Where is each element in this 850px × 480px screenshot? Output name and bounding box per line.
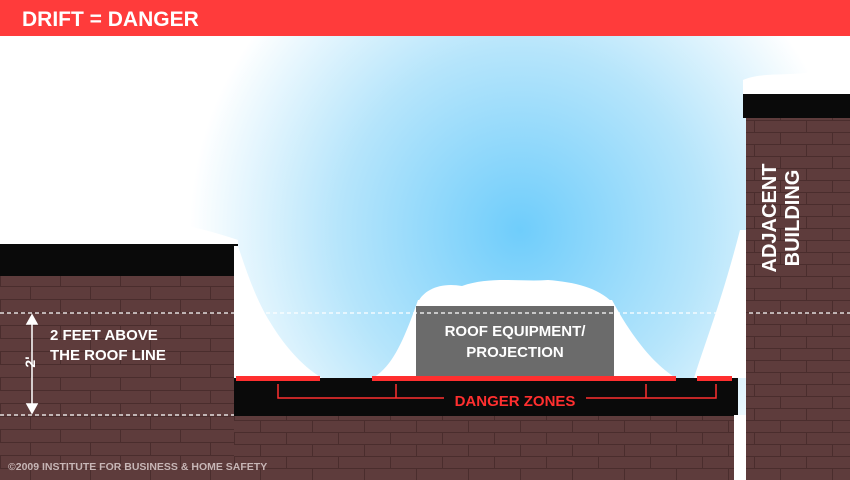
equipment-label-line2: PROJECTION [466, 344, 564, 361]
adjacent-label-line2: BUILDING [782, 170, 804, 267]
height-note-line1: 2 FEET ABOVE [50, 327, 158, 344]
drift-left-wall [234, 246, 322, 378]
adjacent-roof-snow [743, 66, 850, 96]
danger-strip-adjacent [697, 376, 732, 381]
adjacent-building-wall [746, 118, 850, 480]
height-note-line2: THE ROOF LINE [50, 347, 166, 364]
equipment-label-line1: ROOF EQUIPMENT/ [445, 323, 587, 340]
lower-roof-deck [234, 378, 738, 416]
lower-building-wall [234, 415, 734, 480]
dimension-arrow [25, 313, 39, 415]
header-bar [0, 0, 850, 36]
header-title: DRIFT = DANGER [22, 8, 199, 31]
equipment-top-snow [418, 280, 612, 302]
danger-strip-left-wall [236, 376, 320, 381]
roof-equipment-box [416, 306, 614, 378]
left-roof-cap [0, 244, 238, 276]
left-roof-snow [0, 210, 238, 246]
adjacent-label-line1: ADJACENT [759, 164, 781, 273]
copyright-footer: ©2009 INSTITUTE FOR BUSINESS & HOME SAFE… [8, 461, 267, 473]
danger-zones-label: DANGER ZONES [455, 393, 576, 410]
left-building-wall [0, 276, 234, 480]
adjacent-roof-cap [743, 94, 850, 118]
building-gap [734, 415, 746, 480]
drift-adjacent-wall [694, 230, 746, 378]
dimension-label: 2' [22, 356, 38, 367]
danger-strip-equipment [372, 376, 676, 381]
danger-zone-brackets [277, 384, 717, 399]
